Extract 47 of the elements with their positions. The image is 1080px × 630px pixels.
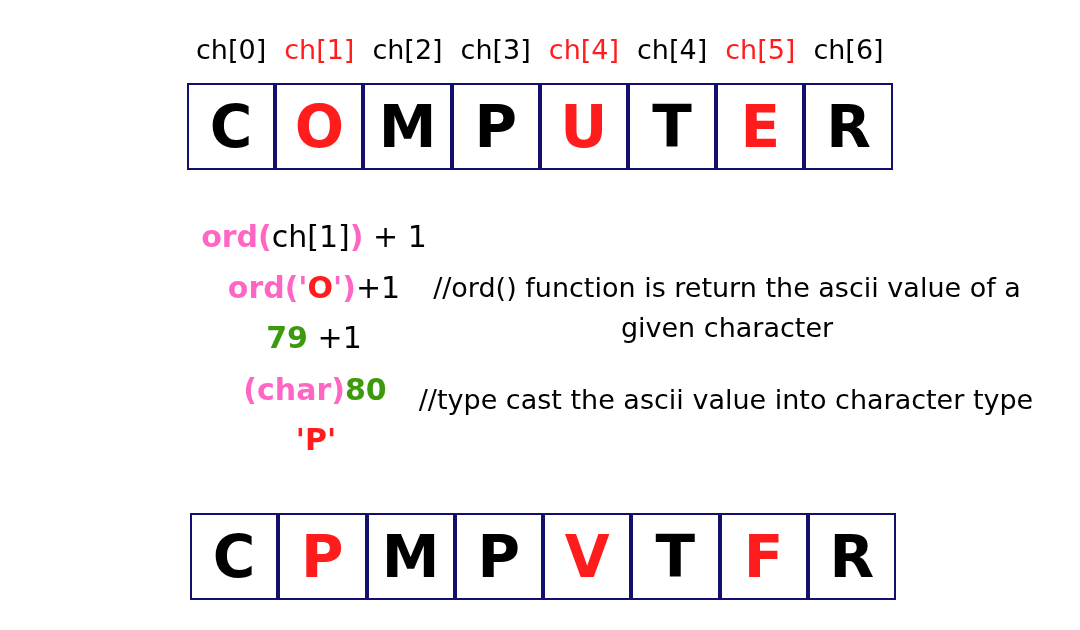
- index-label: ch[6]: [813, 33, 884, 67]
- cell-letter: M: [378, 97, 437, 156]
- letter-cell: [543, 513, 632, 600]
- letter-cell: [716, 83, 805, 170]
- letter-cell: [719, 513, 808, 600]
- cell-letter: V: [564, 527, 610, 586]
- letter-cell: [539, 83, 628, 170]
- index-label: ch[4]: [637, 33, 708, 67]
- letter-cell: [366, 513, 455, 600]
- index-label: ch[5]: [725, 33, 796, 67]
- letter-cell: [631, 513, 720, 600]
- expression-text: ord(ch[1]) + 1: [201, 219, 427, 255]
- expression-text: 79 +1: [266, 320, 362, 356]
- index-label: ch[2]: [372, 33, 443, 67]
- result-character: 'P': [295, 422, 337, 458]
- cell-letter: R: [829, 527, 875, 586]
- cell-letter: M: [381, 527, 440, 586]
- cell-letter: P: [477, 527, 521, 586]
- index-label: ch[0]: [196, 33, 267, 67]
- cell-letter: C: [209, 97, 253, 156]
- cell-letter: U: [560, 97, 608, 156]
- index-label: ch[4]: [548, 33, 619, 67]
- cell-letter: F: [743, 527, 784, 586]
- letter-cell: [807, 513, 896, 600]
- letter-cell: [363, 83, 452, 170]
- index-label: ch[3]: [460, 33, 531, 67]
- cell-letter: T: [655, 527, 696, 586]
- cell-letter: O: [294, 97, 344, 156]
- letter-cell: [190, 513, 279, 600]
- letter-cell: [628, 83, 717, 170]
- cell-letter: E: [740, 97, 781, 156]
- index-label: ch[1]: [284, 33, 355, 67]
- letter-cell: [275, 83, 364, 170]
- cell-letter: P: [474, 97, 517, 156]
- letter-cell: [804, 83, 893, 170]
- cell-letter: P: [301, 527, 344, 586]
- expression-text: ord('O')+1: [227, 270, 401, 306]
- cell-letter: T: [652, 97, 692, 156]
- expression-text: (char)80: [243, 372, 387, 408]
- letter-cell: [278, 513, 367, 600]
- cell-letter: C: [212, 527, 256, 586]
- letter-cell: [454, 513, 543, 600]
- code-comment: //ord() function is return the ascii value of a given character: [432, 271, 1022, 345]
- letter-cell: [451, 83, 540, 170]
- letter-cell: [187, 83, 276, 170]
- code-comment: //type cast the ascii value into character type: [417, 383, 1035, 417]
- cell-letter: R: [826, 97, 871, 156]
